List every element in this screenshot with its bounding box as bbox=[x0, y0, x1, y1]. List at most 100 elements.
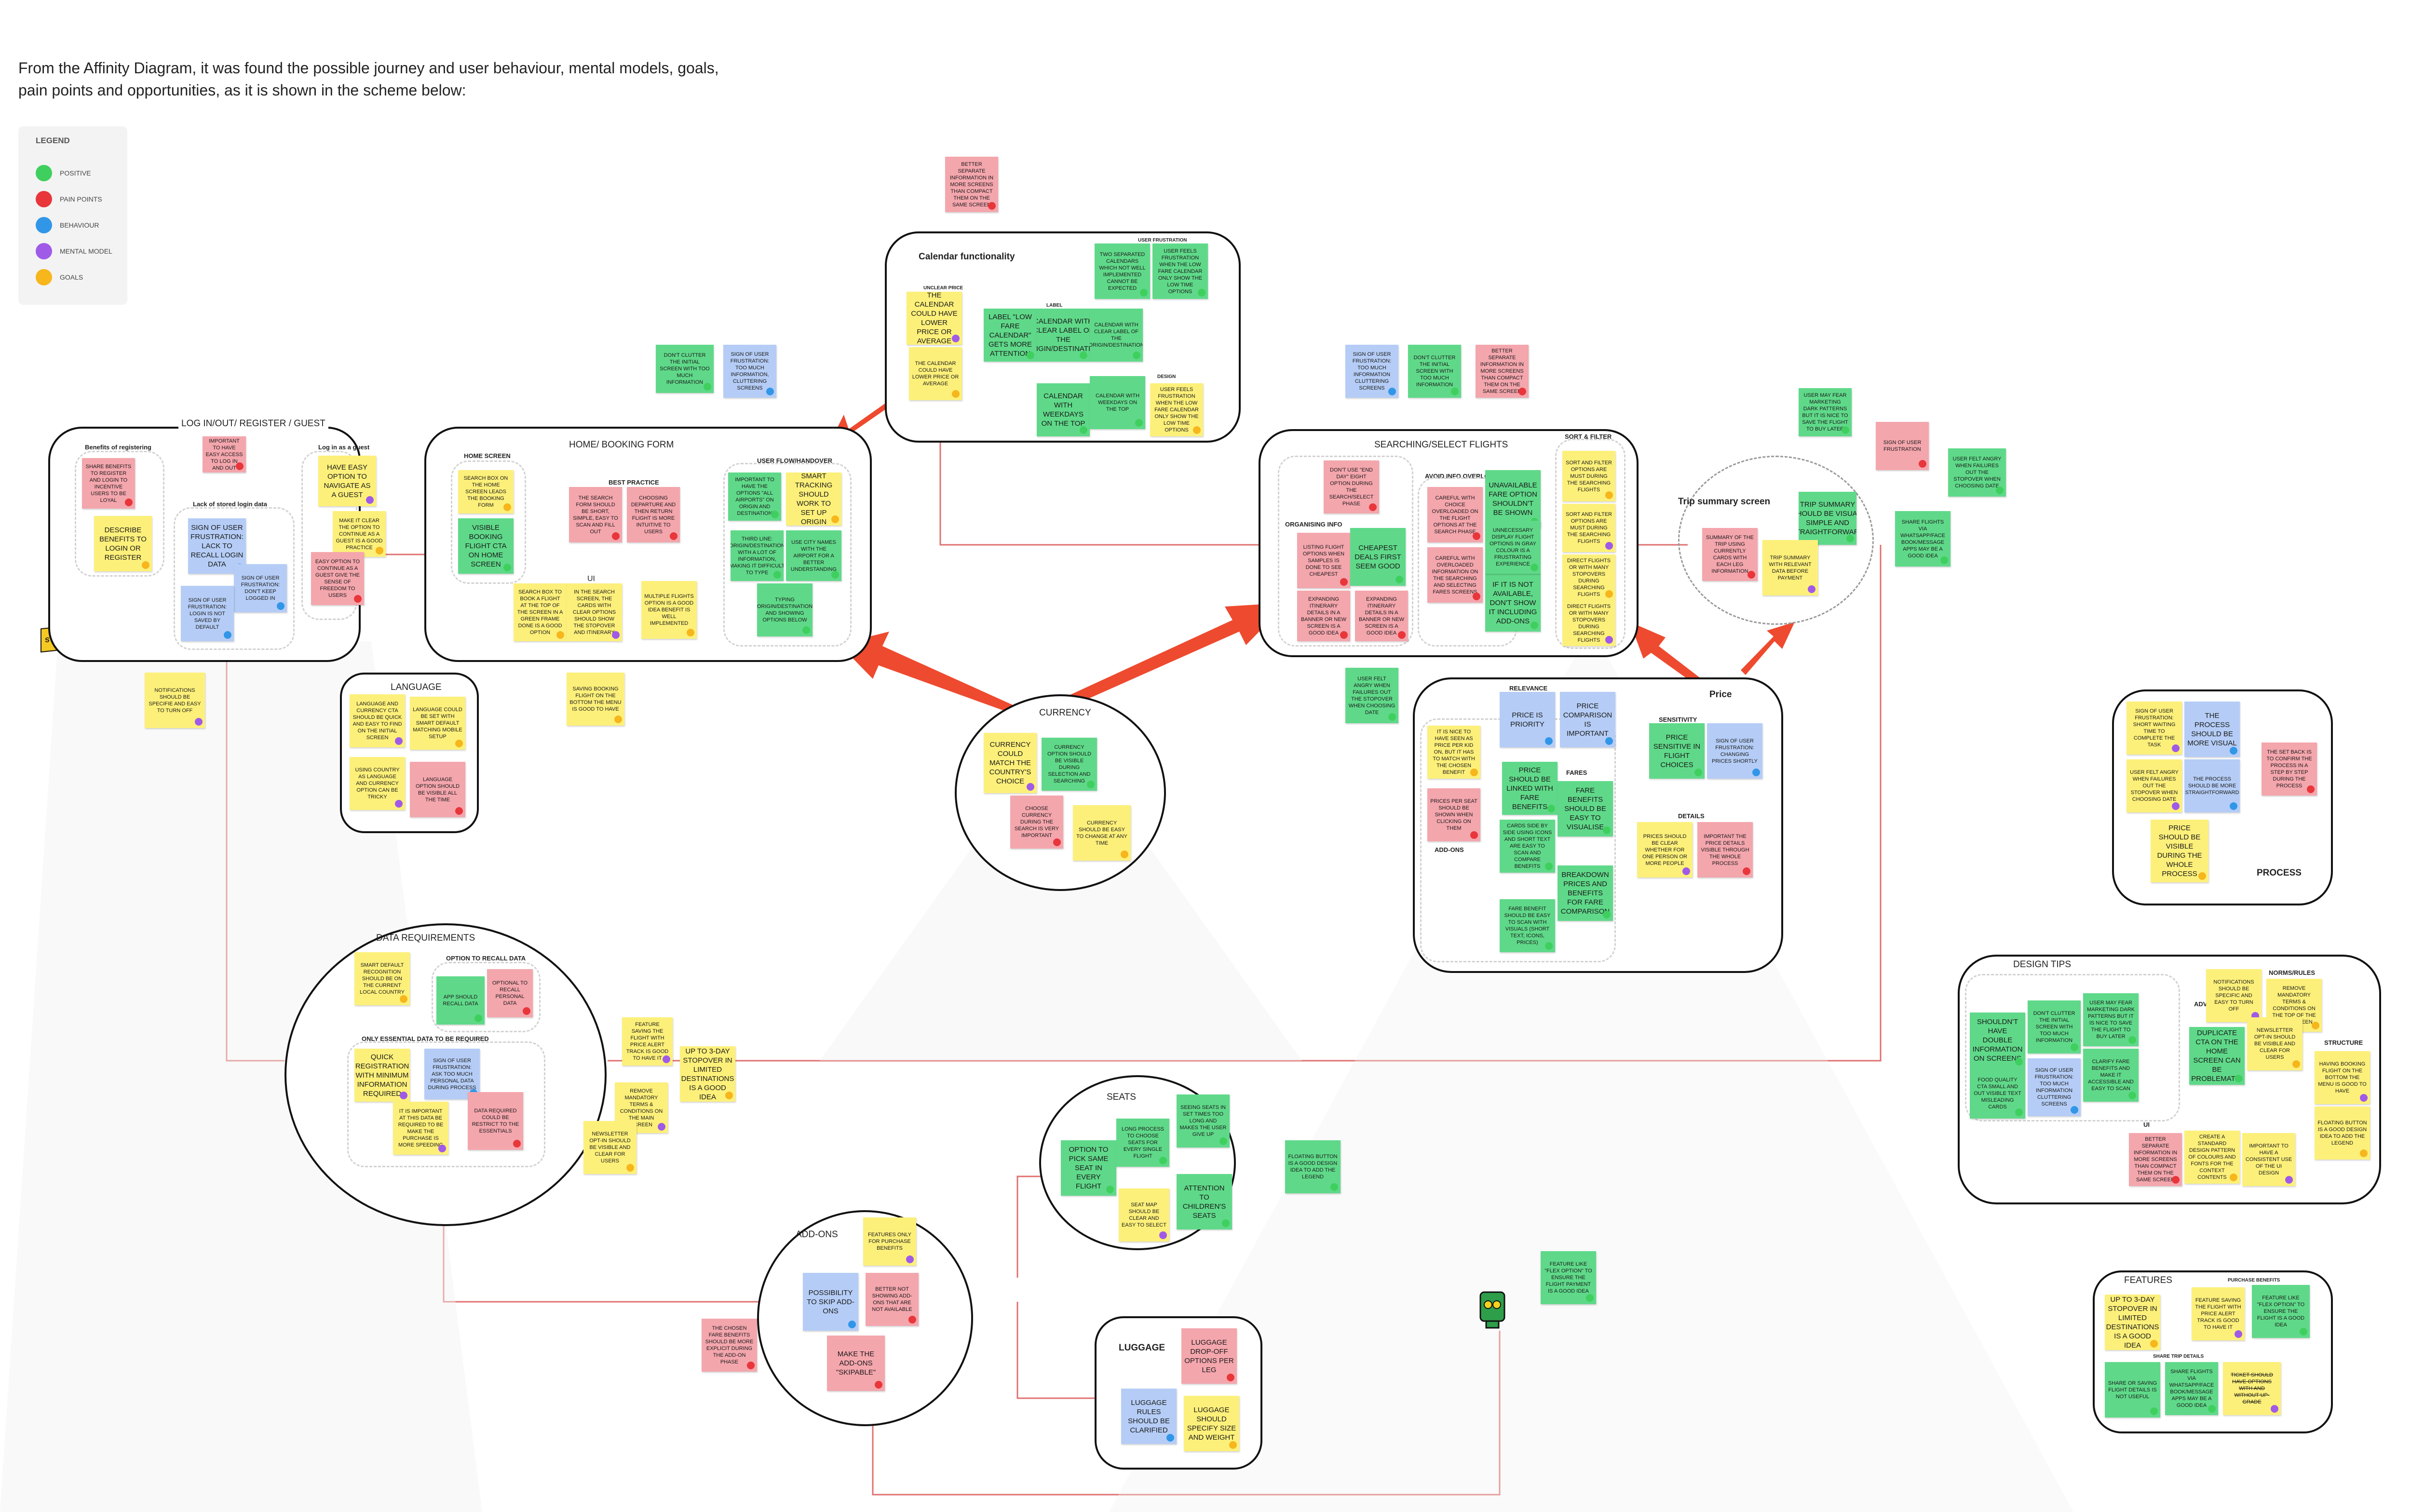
category-dot-icon bbox=[747, 1362, 755, 1369]
sticky-note: SHOULDN'T HAVE DOUBLE INFORMATION ON SCR… bbox=[1970, 1012, 2025, 1068]
sticky-note: TICKET SHOULD HAVE OPTIONS WITH AND WITH… bbox=[2223, 1362, 2281, 1415]
category-dot-icon bbox=[366, 496, 374, 504]
group-design-advices bbox=[1965, 974, 2180, 1121]
sticky-note: CALENDAR WITH WEEKDAYS ON THE TOP bbox=[1090, 376, 1145, 429]
category-dot-icon bbox=[1605, 590, 1613, 598]
sticky-note: CALENDAR WITH CLEAR LABEL OF THE ORIGIN/… bbox=[1090, 309, 1143, 362]
sticky-note: UNAVAILABLE FARE OPTION SHOULDN'T BE SHO… bbox=[1485, 470, 1541, 528]
sticky-note: BREAKDOWN PRICES AND BENEFITS FOR FARE C… bbox=[1558, 865, 1613, 921]
legend-dot-positive bbox=[36, 165, 52, 181]
sticky-note: THE CALENDAR COULD HAVE LOWER PRICE OR A… bbox=[909, 347, 962, 400]
sticky-note: SORT AND FILTER OPTIONS ARE MUST DURING … bbox=[1562, 504, 1615, 552]
calendar-title: Calendar functionality bbox=[919, 252, 1015, 262]
sticky-note: BETTER SEPARATE INFORMATION IN MORE SCRE… bbox=[1476, 345, 1529, 398]
searching-sort-label: SORT & FILTER bbox=[1565, 433, 1612, 440]
category-dot-icon bbox=[2230, 802, 2237, 810]
sticky-note: SMART DEFAULT RECOGNITION SHOULD BE ON T… bbox=[354, 952, 410, 1005]
legend-title: LEGEND bbox=[36, 136, 70, 145]
category-dot-icon bbox=[1605, 542, 1613, 550]
sticky-note: LABEL "LOW FARE CALENDAR" GETS MORE ATTE… bbox=[984, 309, 1037, 362]
home-ui-label: UI bbox=[587, 575, 595, 583]
data-req-title: DATA REQUIREMENTS bbox=[376, 933, 475, 943]
sticky-note: CAREFUL WITH CHOICE OVERLOADED ON THE FL… bbox=[1427, 487, 1483, 542]
category-dot-icon bbox=[2172, 1176, 2180, 1184]
category-dot-icon bbox=[1603, 826, 1611, 834]
sticky-note: FARE BENEFIT SHOULD BE EASY TO SCAN WITH… bbox=[1500, 899, 1555, 952]
category-dot-icon bbox=[1808, 585, 1815, 593]
category-dot-icon bbox=[1340, 631, 1348, 639]
category-dot-icon bbox=[455, 807, 463, 815]
category-dot-icon bbox=[906, 1256, 914, 1263]
login-lack-label: Lack of stored login data bbox=[193, 500, 267, 508]
sticky-note: DIRECT FLIGHTS OR WITH MANY STOPOVERS DU… bbox=[1562, 554, 1615, 600]
sticky-note: DATA REQUIRED COULD BE RESTRICT TO THE E… bbox=[468, 1092, 523, 1150]
sticky-note: CURRENCY COULD MATCH THE COUNTRY'S CHOIC… bbox=[984, 733, 1037, 793]
sticky-note: TRIP SUMMARY SHOULD BE VISUAL, SIMPLE AN… bbox=[1799, 492, 1856, 545]
user-flow-label: USER FLOW/HANDOVER bbox=[757, 457, 832, 464]
sticky-note: SIGN OF USER FRUSTRATION: ASK TOO MUCH P… bbox=[424, 1049, 480, 1099]
category-dot-icon bbox=[1106, 1186, 1114, 1193]
category-dot-icon bbox=[2360, 1094, 2368, 1102]
sticky-note: SHARE FLIGHTS VIA WHATSAPP/FACE BOOK/MES… bbox=[1895, 511, 1950, 567]
sticky-note: SIGN OF USER FRUSTRATION: DON'T KEEP LOG… bbox=[234, 564, 287, 612]
sticky-note: PRICES SHOULD BE CLEAR WHETHER FOR ONE P… bbox=[1637, 822, 1693, 878]
category-dot-icon bbox=[2128, 1036, 2136, 1044]
category-dot-icon bbox=[1198, 289, 1206, 297]
category-dot-icon bbox=[612, 631, 620, 639]
sticky-note: LANGUAGE OPTION SHOULD BE VISIBLE ALL TH… bbox=[410, 762, 465, 817]
category-dot-icon bbox=[1080, 351, 1087, 359]
group-sort bbox=[1555, 439, 1625, 649]
sticky-note: PRICE SENSITIVE IN FLIGHT CHOICES bbox=[1649, 723, 1705, 779]
category-dot-icon bbox=[725, 1092, 733, 1099]
category-dot-icon bbox=[455, 740, 463, 747]
seats-title: SEATS bbox=[1107, 1092, 1136, 1102]
category-dot-icon bbox=[1330, 1183, 1338, 1191]
category-dot-icon bbox=[400, 995, 407, 1003]
sticky-note: FLOATING BUTTON IS A GOOD DESIGN IDEA TO… bbox=[2315, 1107, 2370, 1160]
category-dot-icon bbox=[1027, 783, 1034, 791]
sticky-note: IMPORTANT THE PRICE DETAILS VISIBLE THRO… bbox=[1697, 822, 1753, 878]
sticky-note: DON'T CLUTTER THE INITIAL SCREEN WITH TO… bbox=[1408, 345, 1461, 398]
calendar-sub-price: UNCLEAR PRICE bbox=[923, 285, 963, 291]
category-dot-icon bbox=[1586, 1294, 1594, 1302]
sticky-note: CLARIFY FARE BENEFITS AND MAKE IT ACCESS… bbox=[2083, 1049, 2139, 1102]
sticky-note: FOOD QUALITY CTA SMALL AND OUT VISIBLE T… bbox=[1970, 1068, 2025, 1119]
sticky-note: THE SET BACK IS TO CONFIRM THE PROCESS I… bbox=[2262, 742, 2317, 796]
sticky-note: SEEING SEATS IN SET TIMES TOO LONG AND M… bbox=[1177, 1094, 1230, 1148]
sticky-note: LISTING FLIGHT OPTIONS WHEN SAMPLES IS D… bbox=[1297, 533, 1350, 588]
category-dot-icon bbox=[1603, 911, 1611, 918]
sticky-note: IN THE SEARCH SCREEN, THE CARDS WITH CLE… bbox=[567, 583, 622, 641]
price-details-label: DETAILS bbox=[1678, 812, 1705, 820]
features-title: FEATURES bbox=[2124, 1275, 2172, 1285]
sticky-note: PRICE SHOULD BE LINKED WITH FARE BENEFIT… bbox=[1502, 762, 1558, 815]
arrow-price-to-trip bbox=[1741, 622, 1795, 675]
sticky-note: OPTION TO PICK SAME SEAT IN EVERY FLIGHT bbox=[1061, 1140, 1116, 1196]
sticky-note: FEATURE SAVING THE FLIGHT WITH PRICE ALE… bbox=[2192, 1287, 2245, 1340]
category-dot-icon bbox=[2230, 1174, 2237, 1181]
trip-title: Trip summary screen bbox=[1678, 497, 1771, 507]
sticky-note: ATTENTION TO CHILDREN'S SEATS bbox=[1177, 1174, 1232, 1229]
category-dot-icon bbox=[1846, 535, 1854, 542]
sticky-note: CURRENCY SHOULD BE EASY TO CHANGE AT ANY… bbox=[1073, 805, 1131, 861]
legend-label: POSITIVE bbox=[60, 169, 91, 177]
category-dot-icon bbox=[1996, 486, 2004, 494]
sticky-note: CALENDAR WITH WEEKDAYS ON THE TOP bbox=[1037, 383, 1090, 436]
category-dot-icon bbox=[1222, 1219, 1230, 1227]
sticky-note: USER FEELS FRUSTRATION WHEN THE LOW FARE… bbox=[1152, 243, 1208, 299]
legend-item-positive: POSITIVE bbox=[36, 165, 91, 181]
login-benefits-label: Benefits of registering bbox=[85, 444, 151, 451]
sticky-note: USING COUNTRY AS LANGUAGE AND CURRENCY O… bbox=[350, 757, 405, 810]
category-dot-icon bbox=[802, 626, 810, 634]
sticky-note: THIRD LINE: ORIGIN/DESTINATION WITH A LO… bbox=[731, 530, 784, 581]
category-dot-icon bbox=[952, 390, 960, 398]
group-recall bbox=[432, 962, 541, 1032]
sticky-note: DON'T CLUTTER THE INITIAL SCREEN WITH TO… bbox=[656, 345, 714, 393]
category-dot-icon bbox=[2300, 1328, 2307, 1336]
sticky-note: BETTER SEPARATE INFORMATION IN MORE SCRE… bbox=[2129, 1133, 2182, 1186]
sticky-note: LONG PROCESS TO CHOOSE SEATS FOR EVERY S… bbox=[1116, 1119, 1169, 1167]
category-dot-icon bbox=[556, 631, 564, 639]
currency-title: CURRENCY bbox=[1039, 708, 1091, 718]
category-dot-icon bbox=[1369, 503, 1377, 511]
legend-label: GOALS bbox=[60, 273, 83, 281]
